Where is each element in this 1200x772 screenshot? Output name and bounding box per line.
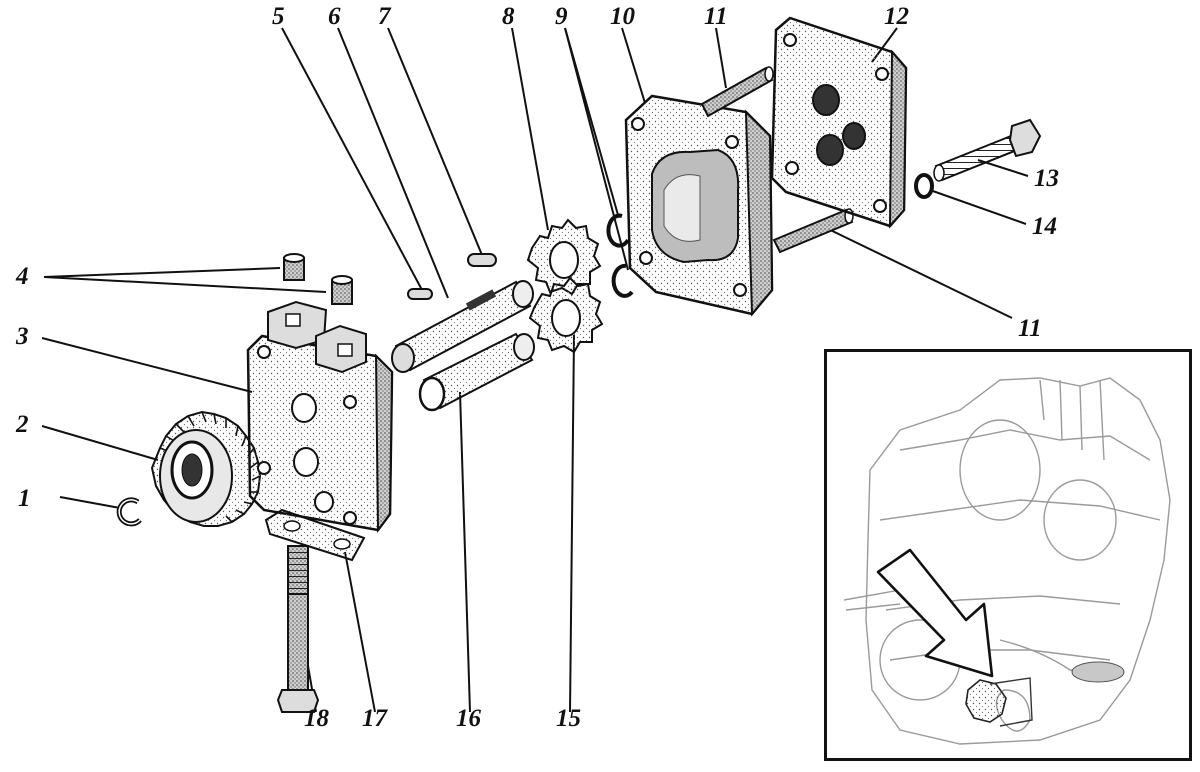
callout-14: 14 [1032, 213, 1057, 240]
callout-2: 2 [16, 411, 29, 438]
callout-11-top: 11 [704, 3, 728, 30]
leader-10 [621, 27, 646, 104]
leader-5 [281, 27, 423, 291]
part-4-bushings [283, 253, 353, 305]
part-14-washer [914, 173, 934, 199]
part-13-bolt [933, 118, 1042, 182]
leader-9b [564, 27, 629, 271]
part-11-dowel-pins [700, 66, 854, 254]
part-6-drive-shaft [391, 280, 534, 373]
leader-11b [819, 224, 1013, 319]
leader-7 [387, 27, 483, 256]
part-1-circlip [116, 497, 142, 527]
callout-16: 16 [456, 705, 481, 732]
callout-9: 9 [555, 3, 568, 30]
callout-1: 1 [18, 485, 31, 512]
leader-1 [59, 496, 121, 509]
leader-4a [43, 267, 281, 278]
part-10-pump-body [624, 94, 774, 317]
leader-6 [337, 27, 449, 299]
leader-4b [43, 276, 327, 293]
inset-frame [824, 349, 1192, 761]
part-8-drive-gear [526, 218, 602, 296]
leader-2 [41, 425, 159, 461]
leader-3 [41, 337, 253, 393]
part-3-pump-housing [246, 300, 394, 533]
callout-6: 6 [328, 3, 341, 30]
leader-11a [715, 27, 727, 89]
part-16-driven-shaft [418, 332, 535, 412]
callout-10: 10 [610, 3, 635, 30]
part-9-circlips [606, 213, 634, 298]
leader-15 [569, 334, 575, 713]
part-7-key [467, 253, 497, 267]
leader-14 [929, 189, 1027, 225]
callout-18: 18 [304, 705, 329, 732]
part-15-driven-gear [528, 276, 604, 354]
part-18-long-bolt [276, 545, 320, 713]
callout-4: 4 [16, 263, 29, 290]
callout-5: 5 [272, 3, 285, 30]
part-5-key [407, 288, 433, 300]
callout-11-right: 11 [1018, 315, 1042, 342]
callout-7: 7 [378, 3, 391, 30]
leader-lines [41, 27, 1029, 713]
callout-17: 17 [362, 705, 387, 732]
part-12-cover-plate [770, 16, 908, 229]
callout-13: 13 [1034, 165, 1059, 192]
callout-8: 8 [502, 3, 515, 30]
leader-17 [344, 551, 376, 713]
part-2-drive-gear [150, 410, 262, 527]
leader-16 [459, 391, 471, 713]
callout-12: 12 [884, 3, 909, 30]
leader-8 [511, 27, 549, 231]
callout-15: 15 [556, 705, 581, 732]
part-17-locking-plate [264, 508, 366, 562]
callout-3: 3 [16, 323, 29, 350]
